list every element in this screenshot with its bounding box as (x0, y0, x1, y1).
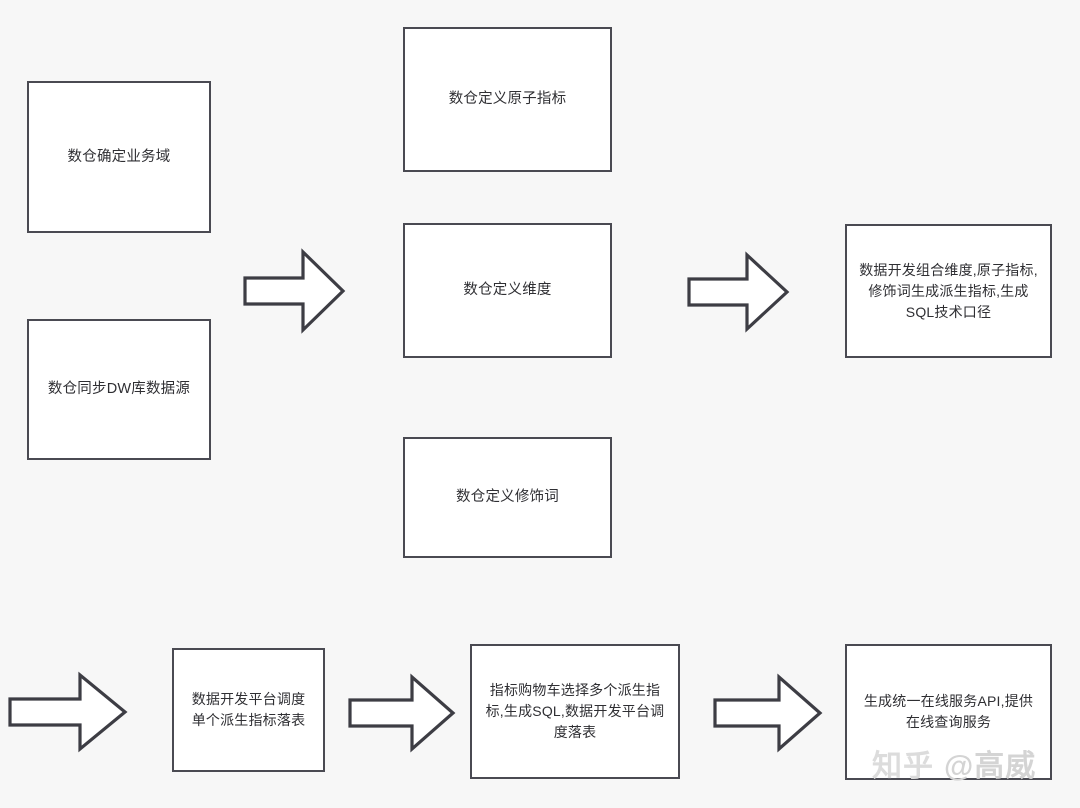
node-compose-derived-metric[interactable]: 数据开发组合维度,原子指标, 修饰词生成派生指标,生成 SQL技术口径 (845, 224, 1052, 358)
arrow-right-3 (8, 671, 128, 753)
arrow-right-icon (348, 673, 456, 753)
arrow-right-icon (243, 248, 346, 334)
node-define-atomic-metric[interactable]: 数仓定义原子指标 (403, 27, 612, 172)
node-label: 指标购物车选择多个派生指 标,生成SQL,数据开发平台调 度落表 (485, 682, 665, 740)
node-label: 数仓定义维度 (463, 282, 552, 299)
arrow-right-5 (713, 673, 823, 753)
arrow-right-icon (8, 671, 128, 753)
node-schedule-single-metric[interactable]: 数据开发平台调度 单个派生指标落表 (172, 648, 325, 772)
arrow-right-2 (687, 251, 790, 333)
node-label: 数仓同步DW库数据源 (47, 381, 191, 398)
node-label: 生成统一在线服务API,提供 在线查询服务 (863, 693, 1034, 730)
node-metric-cart-batch[interactable]: 指标购物车选择多个派生指 标,生成SQL,数据开发平台调 度落表 (470, 644, 680, 779)
arrow-right-icon (687, 251, 790, 333)
node-label: 数仓确定业务域 (67, 148, 171, 165)
node-determine-business-domain[interactable]: 数仓确定业务域 (27, 81, 211, 233)
node-define-modifier[interactable]: 数仓定义修饰词 (403, 437, 612, 558)
node-label: 数据开发平台调度 单个派生指标落表 (191, 691, 306, 728)
arrow-right-1 (243, 248, 346, 334)
node-define-dimension[interactable]: 数仓定义维度 (403, 223, 612, 358)
arrow-right-icon (713, 673, 823, 753)
node-sync-dw-source[interactable]: 数仓同步DW库数据源 (27, 319, 211, 460)
arrow-right-4 (348, 673, 456, 753)
node-label: 数仓定义修饰词 (456, 489, 559, 506)
node-label: 数据开发组合维度,原子指标, 修饰词生成派生指标,生成 SQL技术口径 (859, 261, 1038, 320)
node-label: 数仓定义原子指标 (448, 91, 567, 108)
node-unified-online-api[interactable]: 生成统一在线服务API,提供 在线查询服务 (845, 644, 1052, 780)
